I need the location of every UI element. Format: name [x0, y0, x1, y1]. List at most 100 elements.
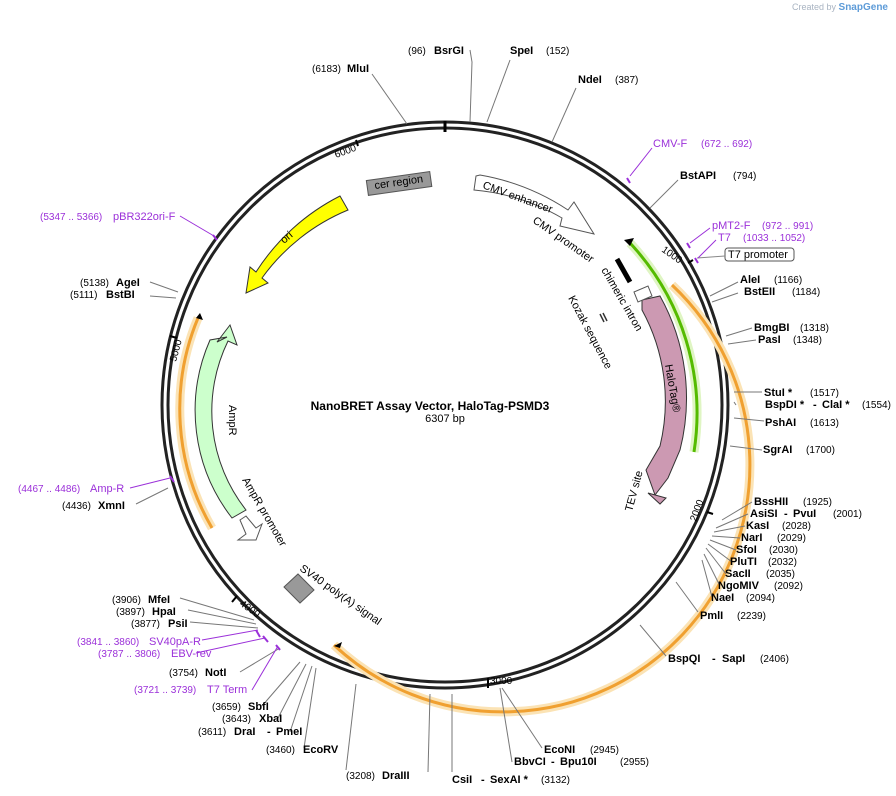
- primer-marks: [169, 177, 699, 651]
- enzyme-PluTI: PluTI: [730, 556, 757, 568]
- enzyme-pos-BstAPI: (794): [733, 171, 756, 182]
- ampr-label: AmpR: [226, 405, 238, 436]
- enzyme-CsiI: CsiI: [452, 774, 472, 786]
- enzyme-pos-NgoMIV: (2092): [774, 581, 803, 592]
- primer-pos-T7: (1033 .. 1052): [743, 233, 805, 244]
- tev-site-label: TEV site: [623, 470, 645, 513]
- kozak-label: Kozak sequence: [565, 294, 614, 371]
- enzyme-pos-BstEII: (1184): [792, 287, 820, 298]
- plasmid-length: 6307 bp: [425, 413, 465, 425]
- enzyme-EcoNI: EcoNI: [544, 744, 575, 756]
- enzyme-BstEII: BstEII: [744, 286, 775, 298]
- tick-label-3000: 3000: [490, 676, 513, 687]
- enzyme-DraI-sep: -: [267, 726, 271, 738]
- enzyme-pos-AgeI: (5138): [80, 278, 109, 289]
- enzyme-MfeI: MfeI: [148, 594, 170, 606]
- enzyme-BspQI: BspQI: [668, 653, 700, 665]
- sv40-feature: [283, 573, 315, 604]
- enzyme-XbaI: XbaI: [259, 713, 282, 725]
- enzyme-EcoRV: EcoRV: [303, 744, 339, 756]
- enzyme-AsiSI: AsiSI: [750, 508, 778, 520]
- enzyme-pos-BbvCI: (2955): [620, 757, 649, 768]
- cmv-enhancer-feature: [473, 174, 596, 235]
- enzyme-ClaI: ClaI *: [822, 399, 850, 411]
- enzyme-pos-AleI: (1166): [774, 275, 802, 286]
- enzyme-BstAPI: BstAPI: [680, 170, 716, 182]
- enzyme-pos-MluI: (6183): [312, 64, 341, 75]
- enzyme-PmlI: PmlI: [700, 610, 723, 622]
- kozak-marker-2: [602, 312, 608, 322]
- enzyme-pos-SgrAI: (1700): [806, 445, 835, 456]
- enzyme-SapI: SapI: [722, 653, 745, 665]
- enzyme-PmeI: PmeI: [276, 726, 302, 738]
- enzyme-NotI: NotI: [205, 667, 226, 679]
- enzyme-leader-lines: [135, 49, 765, 773]
- green-orf-arrowhead: [624, 238, 634, 246]
- enzyme-pos-NarI: (2029): [777, 533, 806, 544]
- enzyme-BstBI: BstBI: [106, 289, 135, 301]
- primer-pos-SV40pA-R: (3841 .. 3860): [77, 637, 139, 648]
- enzyme-pos-BstBI: (5111): [70, 290, 97, 301]
- plasmid-title: NanoBRET Assay Vector, HaloTag-PSMD3: [311, 399, 550, 413]
- orf-arc-arrowhead: [334, 642, 342, 648]
- enzyme-pos-MfeI: (3906): [112, 595, 141, 606]
- t7-promoter-box: [724, 247, 795, 262]
- enzyme-pos-NotI: (3754): [169, 668, 198, 679]
- enzyme-HpaI: HpaI: [152, 606, 176, 618]
- enzyme-DraIII: DraIII: [382, 770, 410, 782]
- enzyme-SfoI: SfoI: [736, 544, 757, 556]
- enzyme-pos-BspDI: (1554): [862, 400, 891, 411]
- enzyme-pos-XbaI: (3643): [222, 714, 251, 725]
- enzyme-BspQI-sep: -: [712, 653, 716, 665]
- enzyme-pos-PmlI: (2239): [737, 611, 766, 622]
- enzyme-AgeI: AgeI: [116, 277, 140, 289]
- primer-CMV-F: CMV-F: [653, 138, 688, 150]
- enzyme-pos-BspQI: (2406): [760, 654, 789, 665]
- enzyme-pos-AsiSI: (2001): [833, 509, 862, 520]
- enzyme-PasI: PasI: [758, 334, 781, 346]
- enzyme-pos-BmgBI: (1318): [800, 323, 829, 334]
- enzyme-pos-SacII: (2035): [766, 569, 795, 580]
- enzyme-NarI: NarI: [741, 532, 762, 544]
- enzyme-DraI: DraI: [234, 726, 255, 738]
- enzyme-CsiI-sep: -: [481, 774, 485, 786]
- primer-Amp-R: Amp-R: [90, 483, 124, 495]
- primer-pos-T7-Term: (3721 .. 3739): [134, 685, 196, 696]
- green-orf: [628, 241, 699, 453]
- enzyme-StuI: StuI *: [764, 387, 793, 399]
- enzyme-pos-StuI: (1517): [810, 388, 839, 399]
- enzyme-BssHII: BssHII: [754, 496, 788, 508]
- enzyme-labels: (96) BsrGI SpeI (152) (6183) MluI NdeI (…: [62, 45, 891, 786]
- enzyme-pos-HpaI: (3897): [116, 607, 145, 618]
- enzyme-NaeI: NaeI: [711, 592, 734, 604]
- enzyme-pos-PluTI: (2032): [768, 557, 797, 568]
- ampr-promoter-feature: [236, 515, 264, 541]
- enzyme-SexAI: SexAI *: [490, 774, 529, 786]
- enzyme-PsiI: PsiI: [168, 618, 188, 630]
- enzyme-XmnI: XmnI: [98, 500, 125, 512]
- enzyme-pos-CsiI: (3132): [541, 775, 570, 786]
- primer-pos-Amp-R: (4467 .. 4486): [18, 484, 80, 495]
- primer-leader-lines: [129, 147, 717, 691]
- enzyme-pos-NdeI: (387): [615, 75, 638, 86]
- enzyme-BmgBI: BmgBI: [754, 322, 789, 334]
- enzyme-pos-PsiI: (3877): [131, 619, 160, 630]
- t7-promoter-label: T7 promoter: [728, 249, 788, 261]
- primer-labels: CMV-F (672 .. 692) pMT2-F (972 .. 991) T…: [18, 138, 813, 696]
- enzyme-Bpu10I: Bpu10I: [560, 756, 597, 768]
- enzyme-BbvCI-sep: -: [551, 756, 555, 768]
- primer-pos-CMV-F: (672 .. 692): [701, 139, 752, 150]
- kozak-marker-1: [599, 313, 605, 323]
- enzyme-SgrAI: SgrAI: [763, 444, 792, 456]
- enzyme-pos-DraIII: (3208): [346, 771, 375, 782]
- enzyme-SbfI: SbfI: [248, 701, 269, 713]
- enzyme-AleI: AleI: [740, 274, 760, 286]
- enzyme-pos-SpeI: (152): [546, 46, 569, 57]
- primer-pos-EBV-rev: (3787 .. 3806): [98, 649, 160, 660]
- snapgene-watermark: Created by SnapGene: [791, 2, 888, 13]
- kozak-feature: [633, 285, 653, 303]
- sv40-label: SV40 poly(A) signal: [297, 563, 383, 628]
- enzyme-SpeI: SpeI: [510, 45, 533, 57]
- t7-promoter-leader: [696, 255, 726, 259]
